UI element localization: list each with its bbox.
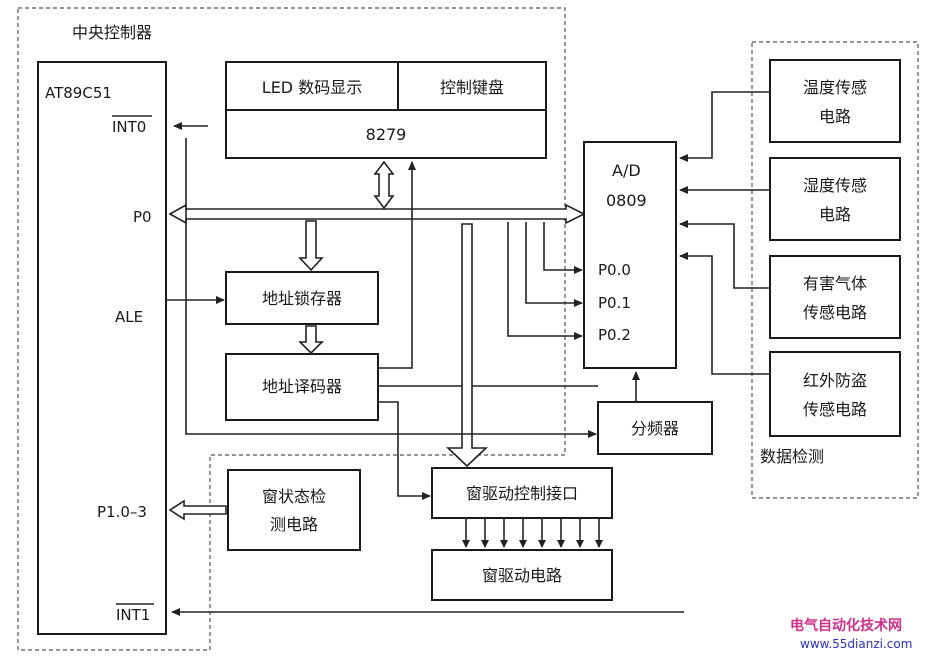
temperature-sensor-line1: 温度传感: [803, 78, 867, 97]
control-keyboard-label: 控制键盘: [440, 78, 504, 97]
pin-p0: P0: [133, 208, 152, 226]
chip-8279-label: 8279: [366, 125, 407, 144]
bus-to-adc-p01: [525, 222, 583, 307]
window-drive-circuit-block: [431, 549, 613, 601]
central-controller-boundary: [17, 7, 566, 651]
pin-int1: INT1: [116, 606, 150, 624]
temperature-sensor-block: [769, 59, 901, 143]
infrared-to-adc: [679, 252, 770, 375]
mcu-name: AT89C51: [45, 84, 112, 102]
adc-pin-p01: P0.1: [598, 294, 631, 312]
address-decoder-block: [225, 353, 379, 421]
window-status-block: [227, 469, 361, 551]
mcu-at89c51: [37, 61, 167, 635]
data-detection-label: 数据检测: [760, 447, 824, 466]
pin-p1: P1.0–3: [97, 503, 147, 521]
frequency-divider-block: [597, 401, 713, 455]
bus-to-drive-interface: [445, 223, 489, 468]
adc-pin-p02: P0.2: [598, 326, 631, 344]
bus-to-latch-arrow: [298, 220, 324, 272]
harmful-gas-sensor-line1: 有害气体: [803, 274, 867, 293]
harmful-gas-sensor-line2: 传感电路: [803, 303, 867, 322]
address-latch-label: 地址锁存器: [262, 289, 342, 308]
bus-to-adc-p02: [507, 222, 583, 340]
harmful-gas-sensor-block: [769, 255, 901, 339]
watermark-url: www.55dianzi.com: [800, 637, 912, 651]
adc-name-line1: A/D: [612, 161, 641, 180]
central-controller-label: 中央控制器: [72, 23, 152, 42]
temperature-to-adc: [679, 91, 770, 162]
humidity-sensor-line2: 电路: [819, 205, 851, 224]
temperature-sensor-line2: 电路: [819, 107, 851, 126]
humidity-sensor-line1: 湿度传感: [803, 176, 867, 195]
window-status-line2: 测电路: [270, 515, 318, 534]
latch-to-decoder-arrow: [298, 325, 324, 355]
led-display-block: [225, 61, 399, 111]
infrared-sensor-line1: 红外防盗: [803, 371, 867, 390]
control-loop-line: [185, 138, 597, 438]
window-status-to-p1-arrow: [168, 499, 227, 521]
adc-0809-block: [583, 141, 677, 369]
infrared-sensor-block: [769, 351, 901, 437]
led-display-label: LED 数码显示: [262, 78, 362, 97]
window-drive-interface-label: 窗驱动控制接口: [466, 484, 578, 503]
window-status-line1: 窗状态检: [262, 487, 326, 506]
humidity-sensor-block: [769, 157, 901, 241]
infrared-sensor-line2: 传感电路: [803, 400, 867, 419]
adc-name-line2: 0809: [606, 191, 647, 210]
pin-ale: ALE: [115, 308, 143, 326]
window-drive-interface-block: [431, 467, 613, 519]
chip-8279-block: [225, 109, 547, 159]
decoder-to-drive-interface: [378, 401, 431, 500]
bus-to-adc-p00: [543, 222, 583, 274]
bus-8279-link: [373, 160, 395, 210]
adc-pin-p00: P0.0: [598, 261, 631, 279]
frequency-divider-label: 分频器: [631, 419, 679, 438]
p0-data-bus: [168, 203, 586, 225]
drive-output-arrows: [462, 518, 603, 548]
address-latch-block: [225, 271, 379, 325]
window-drive-circuit-label: 窗驱动电路: [482, 566, 562, 585]
decoder-to-8279-select: [378, 161, 416, 369]
watermark-title: 电气自动化技术网: [790, 617, 902, 634]
pin-int0: INT0: [112, 118, 146, 136]
address-decoder-label: 地址译码器: [262, 377, 342, 396]
data-detection-boundary: [751, 41, 919, 499]
gas-to-adc: [679, 220, 770, 289]
control-keyboard-block: [397, 61, 547, 111]
